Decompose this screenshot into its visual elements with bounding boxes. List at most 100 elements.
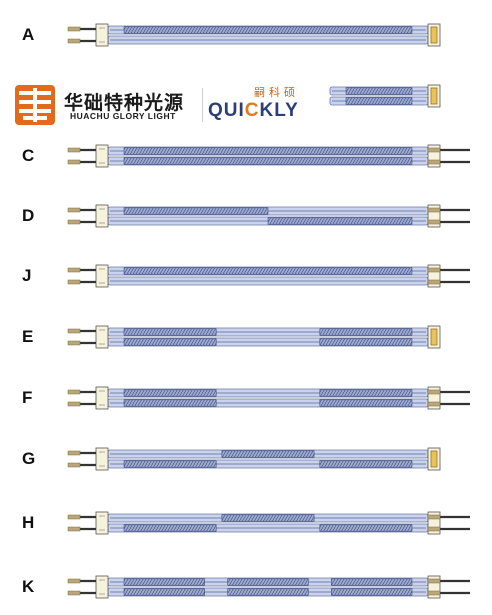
heating-coil bbox=[331, 588, 413, 596]
heating-coil bbox=[123, 26, 413, 34]
heating-coil bbox=[227, 578, 309, 586]
company-name-cn: 华础特种光源 bbox=[64, 92, 185, 114]
lamp-label-c: C bbox=[22, 146, 35, 165]
heating-coil bbox=[123, 157, 413, 165]
lead-wire-left-bottom bbox=[67, 159, 96, 165]
lead-wire-right-bottom bbox=[427, 590, 470, 596]
lamp-label-f: F bbox=[22, 388, 33, 407]
heating-coil bbox=[123, 389, 217, 397]
lead-wire-left-top bbox=[67, 328, 96, 334]
quartz-tube-bottom bbox=[107, 337, 429, 347]
lamp-k bbox=[67, 575, 470, 599]
heating-coil bbox=[123, 267, 413, 275]
end-cap-left bbox=[95, 575, 109, 599]
lead-wire-left-top bbox=[67, 267, 96, 273]
heating-coil bbox=[345, 97, 413, 105]
lead-wire-right-top bbox=[427, 578, 470, 584]
lead-wire-right-bottom bbox=[427, 401, 470, 407]
lead-wire-right-top bbox=[427, 147, 470, 153]
lead-wire-right-top bbox=[427, 267, 470, 273]
quartz-tube-bottom bbox=[107, 35, 429, 45]
logo-divider bbox=[202, 88, 203, 122]
end-cap-left bbox=[95, 447, 109, 471]
lamp-label-a: A bbox=[22, 25, 35, 44]
heating-coil bbox=[319, 399, 413, 407]
heating-coil bbox=[123, 338, 217, 346]
lamp-g bbox=[67, 447, 441, 471]
closed-end-terminal bbox=[430, 328, 438, 346]
lead-wire-right-bottom bbox=[427, 219, 470, 225]
heating-coil bbox=[123, 147, 413, 155]
lead-wire-left-bottom bbox=[67, 340, 96, 346]
quartz-tube-top bbox=[107, 266, 429, 276]
lead-wire-right-top bbox=[427, 514, 470, 520]
brand-c-mark: C bbox=[244, 100, 260, 121]
quartz-tube-bottom bbox=[107, 459, 429, 469]
end-cap-left bbox=[95, 264, 109, 288]
heating-coil bbox=[319, 389, 413, 397]
lamp-e bbox=[67, 325, 441, 349]
end-cap-left bbox=[95, 511, 109, 535]
end-cap-left bbox=[95, 144, 109, 168]
quartz-tube-bottom bbox=[107, 523, 429, 533]
lead-wire-left-top bbox=[67, 26, 96, 32]
closed-end-terminal bbox=[430, 87, 438, 105]
heating-coil bbox=[123, 328, 217, 336]
lamp-label-d: D bbox=[22, 206, 35, 225]
quartz-tube-bottom bbox=[107, 276, 429, 286]
lead-wire-right-bottom bbox=[427, 279, 470, 285]
quartz-tube-top bbox=[107, 146, 429, 156]
brand-name-cn: 嗣科硕 bbox=[254, 86, 299, 99]
heating-coil bbox=[319, 524, 413, 532]
quartz-tube-top bbox=[107, 388, 429, 398]
lead-wire-left-top bbox=[67, 450, 96, 456]
huachu-emblem-icon bbox=[15, 85, 55, 125]
quartz-tube-top bbox=[329, 86, 429, 96]
lead-wire-left-bottom bbox=[67, 279, 96, 285]
lead-wire-right-top bbox=[427, 389, 470, 395]
quartz-tube-bottom bbox=[107, 216, 429, 226]
quartz-tube-bottom bbox=[107, 587, 429, 597]
quartz-tube-top bbox=[107, 577, 429, 587]
end-cap-left bbox=[95, 204, 109, 228]
closed-end-terminal bbox=[430, 450, 438, 468]
quartz-tube-bottom bbox=[329, 96, 429, 106]
end-cap-left bbox=[95, 386, 109, 410]
brand-name-part1: QUI bbox=[208, 100, 245, 121]
heating-coil bbox=[319, 460, 413, 468]
quartz-tube-top bbox=[107, 327, 429, 337]
company-name-en: HUACHU GLORY LIGHT bbox=[70, 111, 176, 121]
lamp-a bbox=[67, 23, 441, 47]
quartz-tube-top bbox=[107, 513, 429, 523]
lead-wire-left-bottom bbox=[67, 590, 96, 596]
heating-coil bbox=[123, 399, 217, 407]
heating-coil bbox=[345, 87, 413, 95]
lead-wire-left-top bbox=[67, 207, 96, 213]
lead-wire-left-top bbox=[67, 514, 96, 520]
heating-coil bbox=[221, 450, 315, 458]
heating-coil bbox=[267, 217, 413, 225]
heating-coil bbox=[227, 588, 309, 596]
lead-wire-left-bottom bbox=[67, 401, 96, 407]
lead-wire-right-top bbox=[427, 207, 470, 213]
heating-coil bbox=[123, 207, 269, 215]
lamp-label-j: J bbox=[22, 266, 32, 285]
brand-name-part2: KLY bbox=[259, 100, 299, 121]
lamp-label-k: K bbox=[22, 577, 35, 596]
brand-logo: 华础特种光源 HUACHU GLORY LIGHT 嗣科硕 QUICKLY bbox=[14, 82, 324, 128]
heating-coil bbox=[123, 524, 217, 532]
lamp-h bbox=[67, 511, 470, 535]
brand-name-en: QUICKLY bbox=[208, 100, 299, 122]
quartz-tube-bottom bbox=[107, 156, 429, 166]
quartz-tube-top bbox=[107, 449, 429, 459]
heating-coil bbox=[123, 460, 217, 468]
lamp-j bbox=[67, 264, 470, 288]
lead-wire-left-bottom bbox=[67, 462, 96, 468]
lamp-d bbox=[67, 204, 470, 228]
heating-coil bbox=[123, 578, 205, 586]
lead-wire-left-bottom bbox=[67, 526, 96, 532]
quartz-tube-top bbox=[107, 206, 429, 216]
heating-coil bbox=[331, 578, 413, 586]
lead-wire-left-top bbox=[67, 389, 96, 395]
